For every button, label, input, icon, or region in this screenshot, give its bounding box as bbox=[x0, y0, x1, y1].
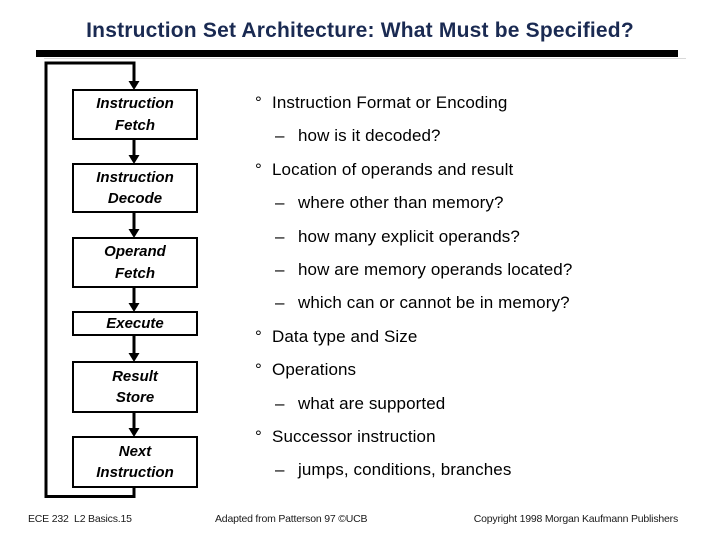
flow-box-label: Fetch bbox=[114, 116, 155, 134]
flow-box-instruction-fetch: Instruction Fetch bbox=[72, 89, 198, 140]
flow-box-result-store: Result Store bbox=[72, 361, 198, 413]
flow-box-label: Operand bbox=[104, 243, 166, 261]
degree-bullet-icon: ° bbox=[255, 159, 262, 179]
bullet-operations: ° Operations bbox=[255, 355, 710, 388]
flow-box-label: Next bbox=[118, 442, 152, 460]
flow-box-label: Fetch bbox=[114, 264, 155, 282]
flow-box-label: Instruction bbox=[96, 169, 174, 186]
degree-bullet-icon: ° bbox=[255, 360, 262, 380]
dash-bullet-icon: – bbox=[275, 193, 285, 213]
flow-box-label: Instruction bbox=[96, 464, 174, 482]
slide-title: Instruction Set Architecture: What Must … bbox=[86, 19, 634, 42]
arrowhead-icon bbox=[128, 353, 140, 362]
title-underline-shadow bbox=[44, 58, 686, 59]
bullet-text: what are supported bbox=[298, 393, 446, 413]
bullet-where-other: – where other than memory? bbox=[255, 188, 710, 221]
footer-copyright: Copyright 1998 Morgan Kaufmann Publisher… bbox=[473, 513, 678, 525]
bullet-memory-operands-located: – how are memory operands located? bbox=[255, 255, 710, 288]
flow-box-label: Instruction bbox=[96, 95, 174, 113]
dash-bullet-icon: – bbox=[275, 393, 285, 413]
bullet-text: Instruction Format or Encoding bbox=[272, 93, 508, 112]
title-underline-bar bbox=[36, 50, 678, 57]
bullet-text: where other than memory? bbox=[298, 193, 504, 213]
flow-box-label: Execute bbox=[106, 315, 164, 332]
flow-box-label: Result bbox=[112, 367, 158, 385]
bullet-text: Location of operands and result bbox=[272, 159, 514, 179]
flow-box-operand-fetch: Operand Fetch bbox=[72, 237, 198, 288]
flow-box-execute: Execute bbox=[72, 311, 198, 336]
degree-bullet-icon: ° bbox=[255, 93, 262, 112]
bullet-how-many-operands: – how many explicit operands? bbox=[255, 222, 710, 255]
bullet-successor-instruction: ° Successor instruction bbox=[255, 422, 710, 455]
footer-course-label: ECE 232 L2 Basics.15 bbox=[28, 513, 132, 525]
dash-bullet-icon: – bbox=[275, 293, 285, 313]
bullet-text: Data type and Size bbox=[272, 326, 418, 346]
bullet-how-decoded: – how is it decoded? bbox=[255, 121, 710, 154]
flow-box-instruction-decode: Instruction Decode bbox=[72, 163, 198, 213]
bullet-text: Operations bbox=[272, 360, 357, 380]
bullet-text: Successor instruction bbox=[272, 426, 436, 446]
arrowhead-icon bbox=[128, 155, 140, 164]
flow-box-label: Decode bbox=[107, 190, 163, 207]
bullet-jumps-conditions-branches: – jumps, conditions, branches bbox=[255, 455, 710, 488]
flow-box-label: Store bbox=[115, 389, 155, 407]
arrowhead-icon bbox=[128, 303, 140, 312]
bullet-what-supported: – what are supported bbox=[255, 389, 710, 422]
footer-attribution: Adapted from Patterson 97 ©UCB bbox=[215, 513, 368, 525]
dash-bullet-icon: – bbox=[275, 126, 285, 146]
degree-bullet-icon: ° bbox=[255, 426, 262, 446]
bullet-text: which can or cannot be in memory? bbox=[298, 293, 570, 313]
bullet-data-type-size: ° Data type and Size bbox=[255, 322, 710, 355]
bullet-list: ° Instruction Format or Encoding – how i… bbox=[255, 88, 710, 489]
arrowhead-icon bbox=[128, 428, 140, 437]
degree-bullet-icon: ° bbox=[255, 326, 262, 346]
bullet-text: how is it decoded? bbox=[298, 126, 441, 146]
bullet-location-operands: ° Location of operands and result bbox=[255, 155, 710, 188]
dash-bullet-icon: – bbox=[275, 226, 285, 246]
loop-line bbox=[44, 61, 136, 498]
flow-box-next-instruction: Next Instruction bbox=[72, 436, 198, 488]
dash-bullet-icon: – bbox=[275, 259, 285, 279]
bullet-can-or-cannot-memory: – which can or cannot be in memory? bbox=[255, 288, 710, 321]
bullet-text: jumps, conditions, branches bbox=[298, 460, 512, 480]
dash-bullet-icon: – bbox=[275, 460, 285, 480]
bullet-text: how are memory operands located? bbox=[298, 259, 573, 279]
loop-arrowhead-icon bbox=[128, 81, 140, 90]
arrowhead-icon bbox=[128, 229, 140, 238]
bullet-text: how many explicit operands? bbox=[298, 226, 520, 246]
bullet-instruction-format: ° Instruction Format or Encoding bbox=[255, 88, 710, 121]
